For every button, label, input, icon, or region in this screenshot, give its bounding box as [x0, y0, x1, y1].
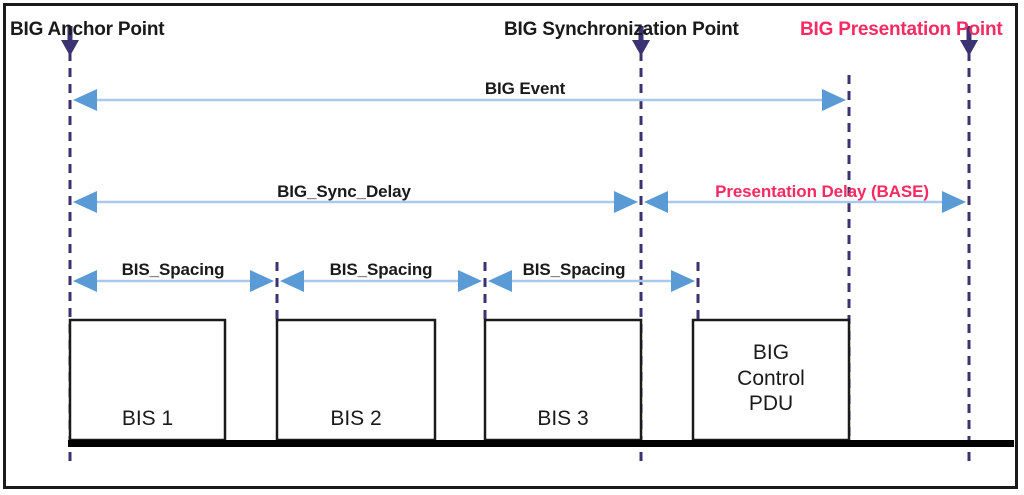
- bis-spacing-1-label-line-0: BIS_Spacing: [121, 260, 225, 279]
- big-synchronization-point-label: BIG Synchronization Point: [504, 20, 739, 39]
- big-sync-delay-label-line-0: BIG_Sync_Delay: [277, 182, 411, 201]
- bis-spacing-2-label: BIS_Spacing: [330, 261, 433, 278]
- bis-spacing-3-label: BIS_Spacing: [523, 261, 626, 278]
- packet-bis-3-label-line-0: BIS 3: [537, 407, 589, 430]
- packet-big-control-pdu-label-line-1: Control: [737, 366, 805, 390]
- bis-spacing-1-label: BIS_Spacing: [122, 261, 225, 278]
- big-event-label: BIG Event: [485, 80, 565, 97]
- presentation-delay-base-label: Presentation Delay (BASE): [715, 183, 929, 200]
- big-anchor-point-label: BIG Anchor Point: [10, 19, 165, 40]
- bis-spacing-2-label-line-0: BIS_Spacing: [329, 260, 433, 279]
- packet-big-control-pdu-label-line-0: BIG: [752, 341, 790, 364]
- big-synchronization-point-label-line-0: BIG Synchronization Point: [504, 19, 739, 40]
- packet-bis-2-label: BIS 2: [330, 406, 381, 432]
- packet-bis-1-label-line-0: BIS 1: [121, 407, 174, 430]
- presentation-delay-base-label-line-0: Presentation Delay (BASE): [715, 182, 929, 201]
- packet-bis-2-label-line-0: BIS 2: [330, 407, 382, 430]
- big-anchor-point-label-line-0: BIG Anchor Point: [10, 19, 165, 40]
- big-presentation-point-label-line-0: BIG Presentation Point: [800, 19, 1003, 40]
- bis-spacing-3-label-line-0: BIS_Spacing: [522, 260, 626, 279]
- big-event-label-line-0: BIG Event: [484, 79, 566, 98]
- packet-bis-3-label: BIS 3: [537, 406, 588, 432]
- big-sync-delay-label: BIG_Sync_Delay: [277, 183, 411, 200]
- big-presentation-point-label: BIG Presentation Point: [800, 20, 1003, 39]
- packet-bis-1-label: BIS 1: [122, 406, 173, 432]
- packet-big-control-pdu-label-line-2: PDU: [748, 392, 794, 416]
